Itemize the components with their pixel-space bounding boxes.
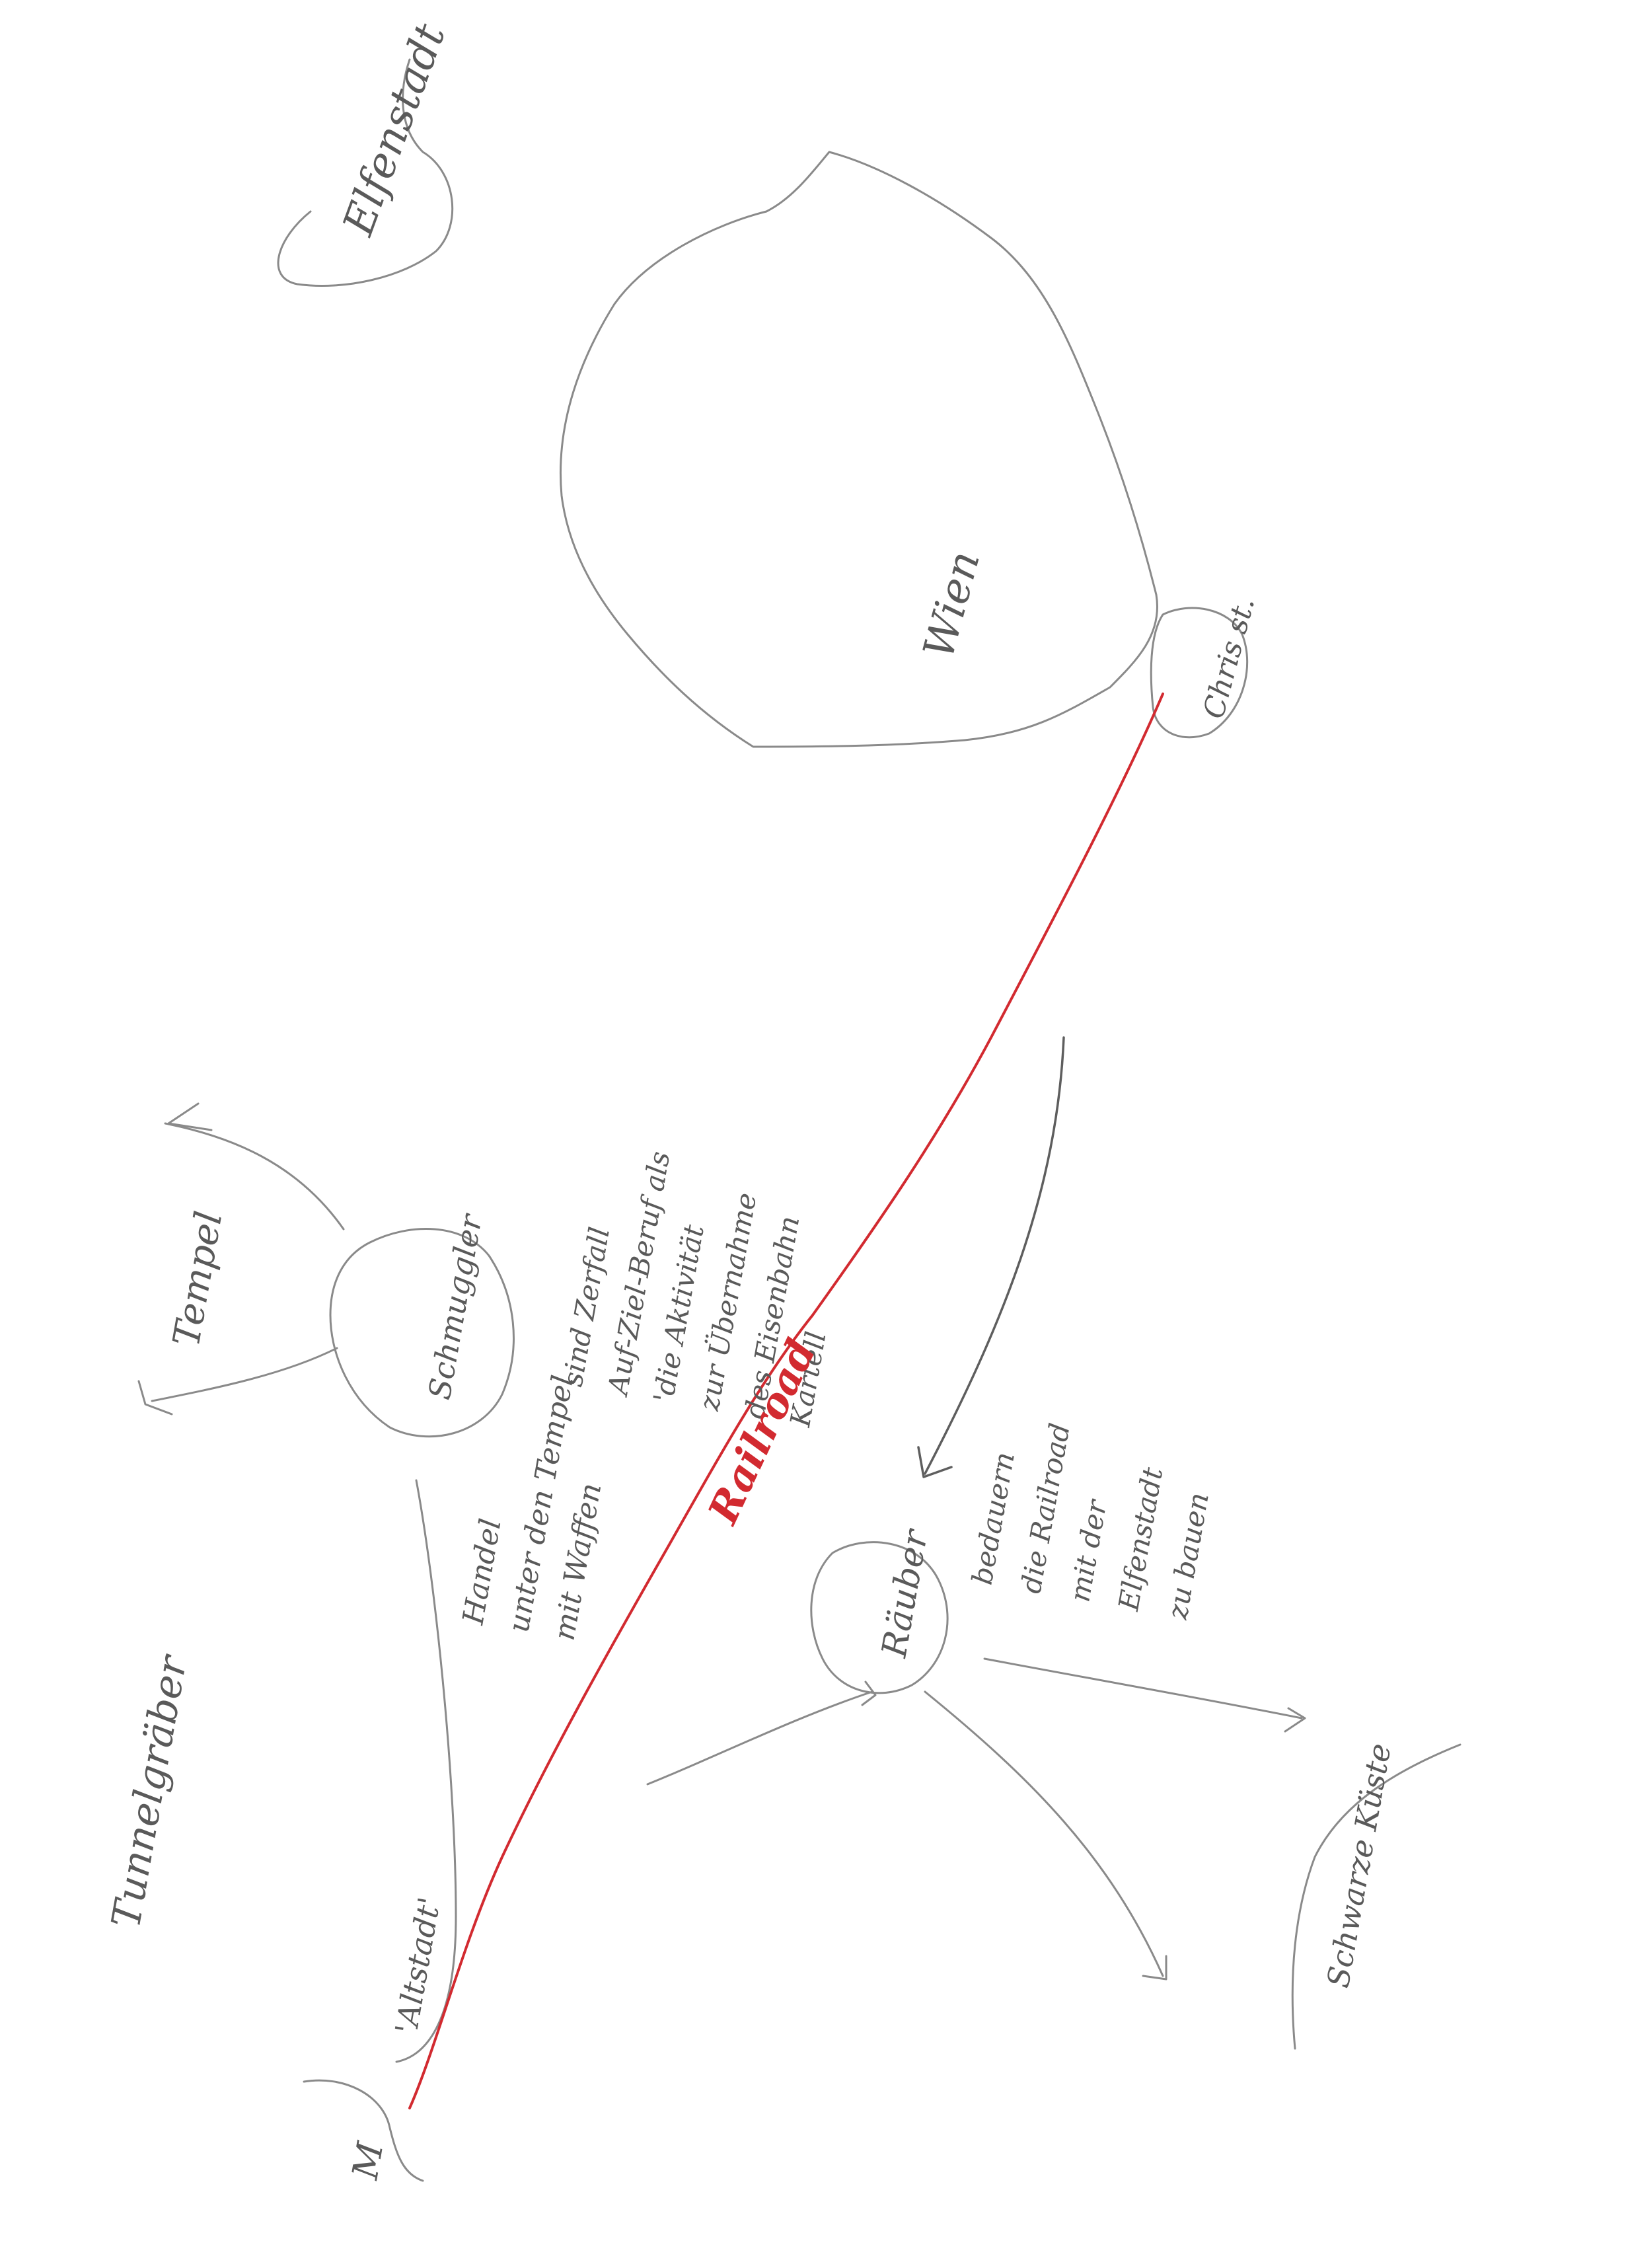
- raeuber-note-1: bedauern: [966, 1450, 1021, 1587]
- tempel-line-bottom: [151, 1347, 338, 1402]
- raeuber-annotation: bedauern die Railroad mit der Elfenstadt…: [965, 1404, 1224, 1622]
- elfenstadt-outline: [277, 58, 454, 287]
- elfenstadt-label: Elfenstadt: [334, 18, 455, 243]
- handel-bracket: [395, 1479, 457, 2063]
- raeuber-note-4: Elfenstadt: [1112, 1465, 1169, 1614]
- wien-outline: [559, 151, 1158, 748]
- raeuber-arrow-left-head: [861, 1681, 877, 1706]
- handel-line-1: Handel: [456, 1516, 507, 1628]
- railroad-line: [408, 693, 1164, 2109]
- wien-label: Wien: [914, 546, 990, 663]
- mitte-label: M: [344, 2138, 392, 2183]
- raeuber-arrow-left: [646, 1690, 873, 1786]
- raeuber-label: Räuber: [875, 1525, 936, 1661]
- tempel-label: Tempel: [165, 1208, 231, 1349]
- raeuber-arrow-down: [924, 1690, 1164, 1977]
- schwarze-kueste-coast: [1291, 1743, 1462, 2050]
- altstadt-label: 'Altstadt': [388, 1895, 447, 2037]
- chris-stadt-outline: [1150, 607, 1249, 739]
- raeuber-outline: [810, 1541, 949, 1694]
- schwarze-kueste-label: Schwarze Küste: [1320, 1741, 1398, 1990]
- wien-to-raeuber-arrowhead: [917, 1446, 953, 1478]
- raeuber-note-5: zu bauen: [1161, 1490, 1215, 1622]
- wien-to-raeuber-arrow: [924, 1036, 1065, 1475]
- handel-annotation: Handel unter den Tempel mit Waffen: [456, 1355, 627, 1644]
- chris-stadt-label: Chris st.: [1197, 593, 1261, 722]
- raeuber-note-2: die Railroad: [1014, 1421, 1076, 1596]
- schmuggler-label: Schmuggler: [422, 1210, 490, 1402]
- raeuber-arrow-right: [983, 1657, 1303, 1720]
- schwarze-kueste-label: Schwarze Küste: [1320, 1741, 1398, 1990]
- tunnelgraeber-label: Tunnelgräber: [103, 1650, 197, 1931]
- schmuggler-annotation: sind Zerfall Auf-Ziel-Beruf als 'die Akt…: [556, 1132, 860, 1431]
- tempel-arrow-bottom: [137, 1380, 173, 1416]
- schmuggler-outline: [329, 1228, 515, 1438]
- tempel-arrow-top: [167, 1102, 213, 1131]
- tempel-line-top: [164, 1122, 345, 1230]
- mitte-outline: [303, 2079, 424, 2182]
- raeuber-arrow-right-head: [1284, 1707, 1306, 1733]
- raeuber-note-3: mit der: [1063, 1495, 1113, 1604]
- raeuber-arrow-down-head: [1142, 1955, 1167, 1981]
